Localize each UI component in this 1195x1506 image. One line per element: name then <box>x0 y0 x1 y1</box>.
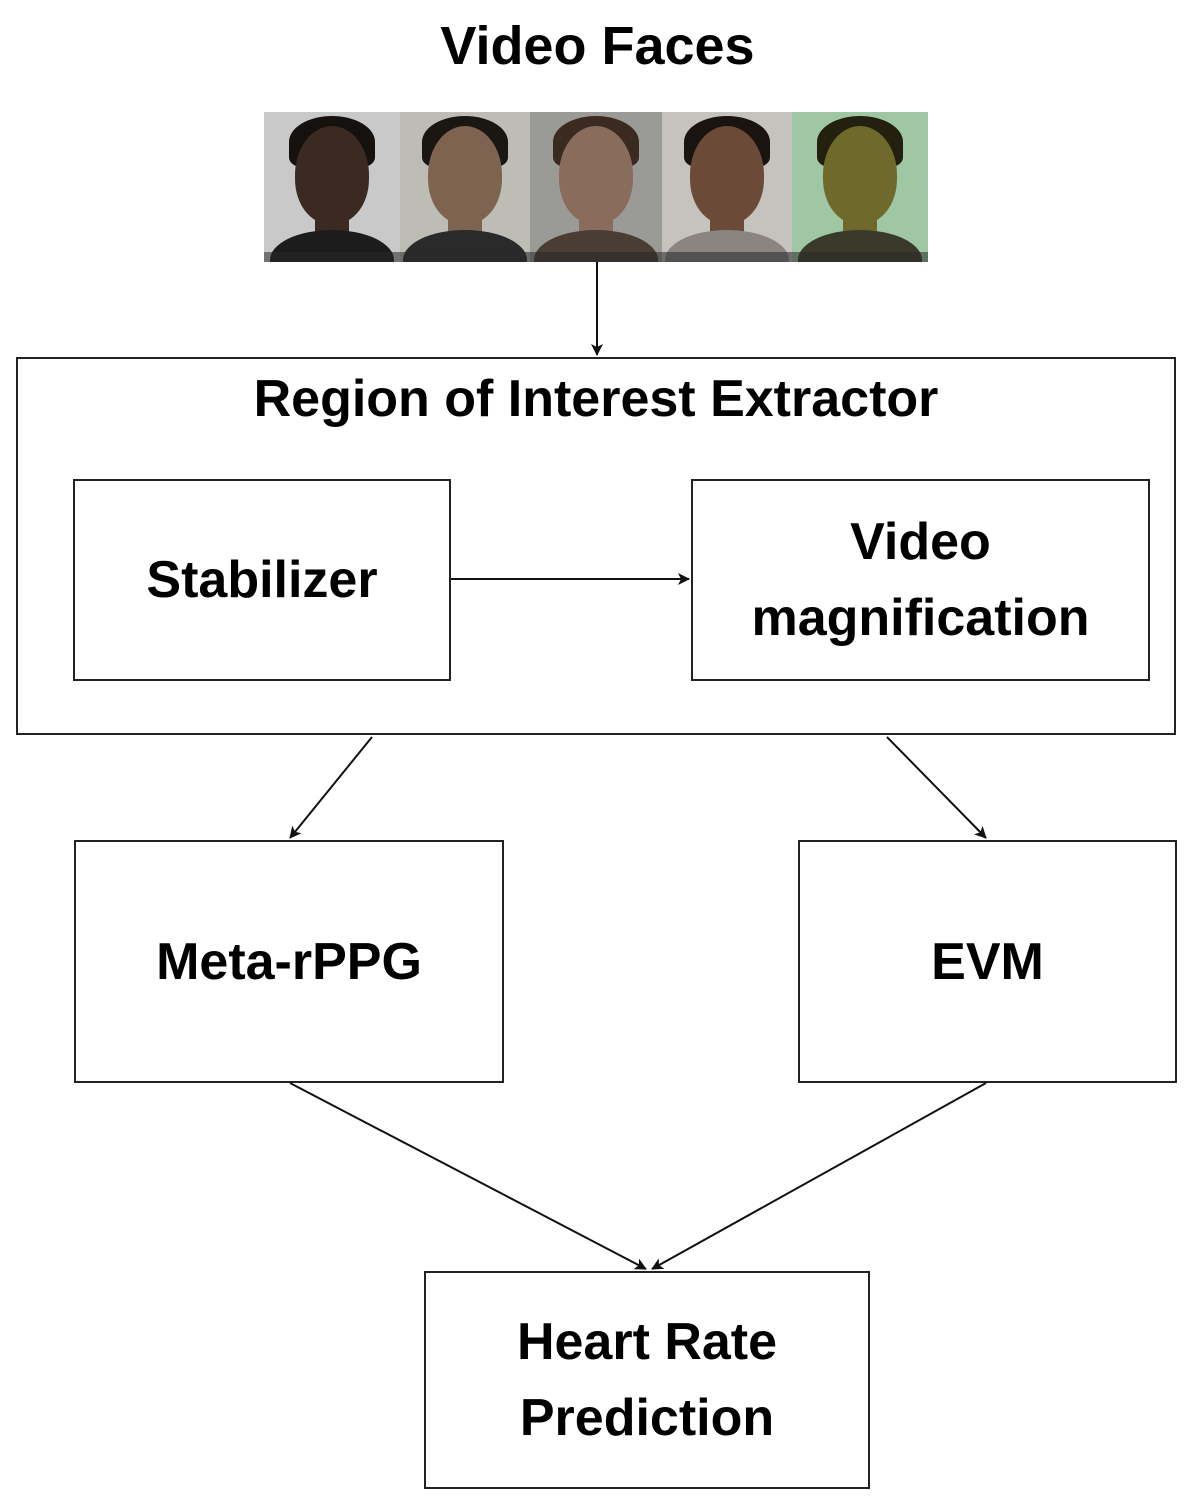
heart-rate-prediction-line-1: Heart Rate <box>516 1313 778 1371</box>
roi-extractor-title: Region of Interest Extractor <box>253 370 939 428</box>
face-3-image <box>530 112 662 262</box>
heart-rate-prediction-label: Heart Rate Prediction <box>426 1304 868 1456</box>
stabilizer-label: Stabilizer <box>146 551 378 609</box>
face-2-head <box>428 126 502 224</box>
arrow-roi-to-evm <box>886 736 987 839</box>
heart-rate-prediction-box: Heart Rate Prediction <box>424 1271 870 1489</box>
face-3-head <box>559 126 633 224</box>
video-magnification-line-2: magnification <box>751 589 1090 647</box>
evm-label: EVM <box>931 932 1044 991</box>
diagram-title: Video Faces <box>440 16 755 76</box>
face-2-image <box>400 112 530 262</box>
arrow-roi-to-meta-rppg <box>289 736 373 839</box>
video-faces-strip <box>264 112 928 262</box>
face-5-image <box>792 112 928 262</box>
face-4-image <box>662 112 792 262</box>
face-5-bottom-strip <box>792 252 928 262</box>
meta-rppg-label: Meta-rPPG <box>156 932 422 991</box>
video-magnification-line-1: Video <box>850 513 991 571</box>
heart-rate-prediction-line-2: Prediction <box>519 1389 775 1447</box>
face-1-bottom-strip <box>264 252 400 262</box>
face-5-head <box>823 126 897 224</box>
meta-rppg-box: Meta-rPPG <box>74 840 504 1083</box>
face-3-bottom-strip <box>530 252 662 262</box>
arrow-meta-rppg-to-output <box>289 1082 647 1270</box>
video-magnification-label: Video magnification <box>693 504 1148 656</box>
arrow-evm-to-output <box>651 1082 987 1270</box>
stabilizer-box: Stabilizer <box>73 479 451 681</box>
face-4-bottom-strip <box>662 252 792 262</box>
face-1-image <box>264 112 400 262</box>
video-magnification-box: Video magnification <box>691 479 1150 681</box>
evm-box: EVM <box>798 840 1177 1083</box>
face-2-bottom-strip <box>400 252 530 262</box>
face-1-head <box>295 126 369 224</box>
face-4-head <box>690 126 764 224</box>
